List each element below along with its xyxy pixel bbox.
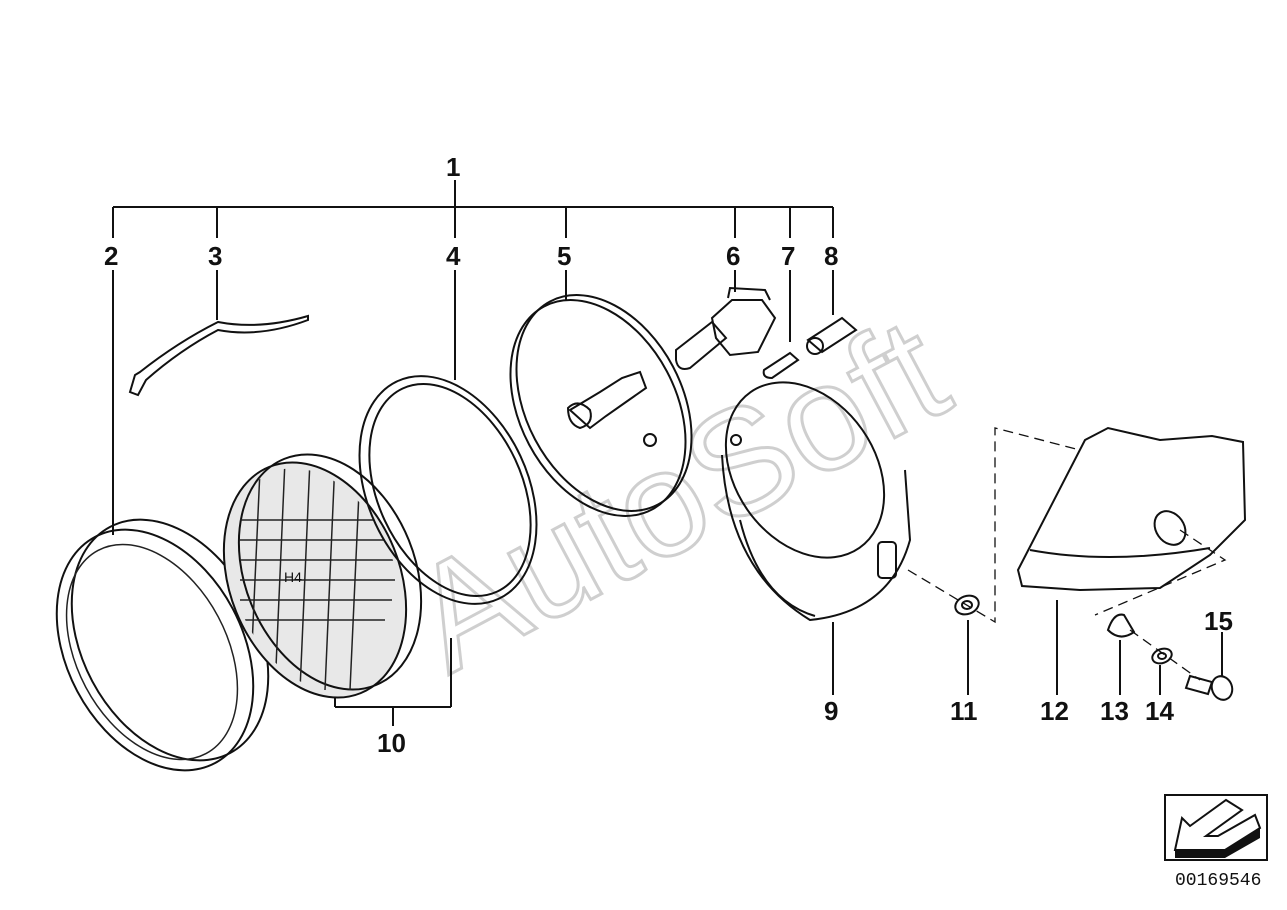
part-label-13: 13 — [1100, 696, 1129, 726]
part-label-5: 5 — [557, 241, 571, 271]
bulb-socket — [806, 316, 858, 355]
part-label-3: 3 — [208, 241, 222, 271]
mounting-bracket — [1016, 426, 1247, 592]
h4-bulb — [675, 286, 777, 370]
washer-14 — [1151, 647, 1173, 665]
arrow-left-down-icon — [1173, 798, 1262, 858]
part-label-6: 6 — [726, 241, 740, 271]
part-label-14: 14 — [1145, 696, 1174, 726]
part-label-8: 8 — [824, 241, 838, 271]
parking-bulb — [762, 351, 800, 380]
lens-marking: H4 — [284, 569, 302, 585]
gasket-ring — [358, 375, 538, 605]
wire-clip — [128, 314, 309, 397]
reflector — [509, 294, 693, 517]
headlight-housing — [721, 381, 912, 622]
washer-11 — [954, 594, 980, 616]
nav-arrow-box[interactable] — [1164, 794, 1268, 861]
group-bracket-1 — [112, 180, 834, 238]
diagram-id: 00169546 — [1175, 871, 1261, 891]
part-label-10: 10 — [377, 728, 406, 758]
part-label-2: 2 — [104, 241, 118, 271]
screw-15 — [1184, 674, 1234, 701]
part-label-1: 1 — [446, 152, 460, 182]
part-label-12: 12 — [1040, 696, 1069, 726]
part-label-7: 7 — [781, 241, 795, 271]
clip-13 — [1106, 613, 1136, 638]
leader-lines — [112, 270, 1223, 726]
part-label-4: 4 — [446, 241, 461, 271]
part-label-11: 11 — [950, 696, 978, 726]
part-label-15: 15 — [1204, 606, 1233, 636]
headlight-lens: H4 — [222, 453, 423, 699]
alignment-lines — [907, 427, 1227, 681]
part-label-9: 9 — [824, 696, 838, 726]
